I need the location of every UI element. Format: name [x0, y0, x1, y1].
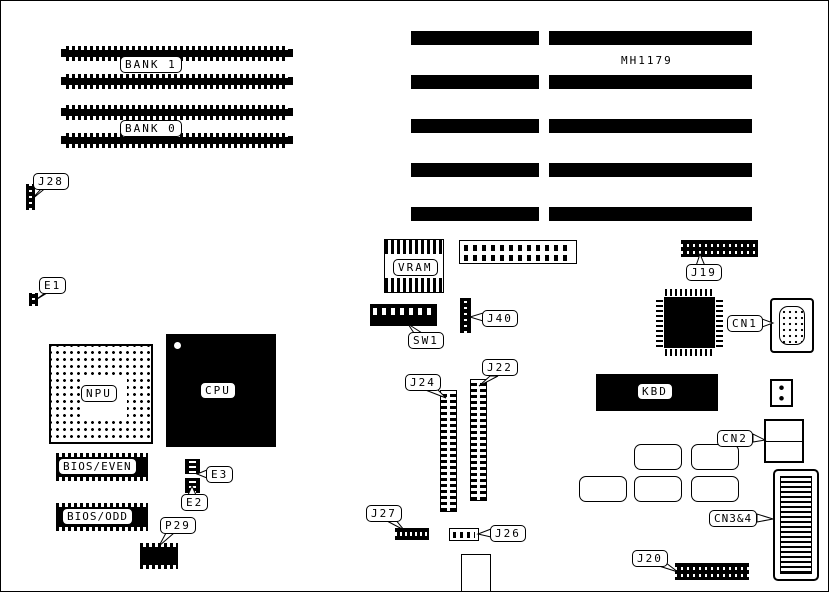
cn3-cn4-pins [780, 476, 812, 574]
isa-slot-5-long [549, 207, 752, 221]
j19-connector [681, 240, 758, 257]
component-footprint [691, 476, 739, 502]
board-part-number: MH1179 [621, 54, 673, 67]
simm-socket-bank1-b [61, 74, 293, 89]
cpu-label: CPU [200, 382, 236, 399]
isa-slot-5-short [411, 207, 539, 221]
component-footprint [634, 476, 682, 502]
e1-label: E1 [39, 277, 67, 294]
kbd-label: KBD [637, 383, 673, 400]
j24-header [440, 390, 457, 512]
cn1-connector [770, 298, 814, 353]
keyboard-din-connector [770, 379, 793, 407]
j27-connector [395, 528, 429, 540]
cn3-cn4-connector [773, 469, 819, 581]
bios-odd-label: BIOS/ODD [62, 508, 133, 525]
j22-header [470, 379, 487, 501]
j19-label: J19 [686, 264, 722, 281]
cpu-pin1-dot [174, 342, 181, 349]
qfp-pins-right [716, 298, 723, 347]
cn2-connector [764, 419, 804, 463]
isa-slot-2-long [549, 75, 752, 89]
sw1-dip-switch [370, 304, 437, 326]
isa-slot-3-short [411, 119, 539, 133]
qfp-pins-left [656, 298, 663, 347]
isa-slot-4-long [549, 163, 752, 177]
isa-slot-3-long [549, 119, 752, 133]
component-footprint [691, 444, 739, 470]
j20-label: J20 [632, 550, 668, 567]
j40-connector [460, 298, 471, 333]
sw1-label: SW1 [408, 332, 444, 349]
qfp-pins-bottom [665, 349, 714, 356]
isa-slot-4-short [411, 163, 539, 177]
bios-even-label: BIOS/EVEN [58, 458, 137, 475]
j40-label: J40 [482, 310, 518, 327]
bank0-label: BANK 0 [120, 120, 182, 137]
qfp-chip [656, 289, 723, 356]
j26-connector [449, 528, 479, 541]
component-footprint [634, 444, 682, 470]
cn2-label: CN2 [717, 430, 753, 447]
simm-socket-bank0-a [61, 105, 293, 120]
qfp-pins-top [665, 289, 714, 296]
npu-label: NPU [81, 385, 117, 402]
isa-slot-2-short [411, 75, 539, 89]
qfp-chip-body [664, 297, 715, 348]
cn3-cn4-pointer [756, 513, 774, 523]
pin-header-top [459, 240, 577, 264]
simm-socket-bank0-b [61, 133, 293, 148]
cn1-label: CN1 [727, 315, 763, 332]
isa-slot-1-long [549, 31, 752, 45]
j28-label: J28 [33, 173, 69, 190]
isa-slot-1-short [411, 31, 539, 45]
e3-label: E3 [206, 466, 234, 483]
bottom-bracket-outline [461, 554, 491, 591]
npu-socket [49, 344, 153, 444]
p29-connector [140, 543, 178, 569]
j26-label: J26 [490, 525, 526, 542]
j20-connector [675, 563, 749, 580]
j27-label: J27 [366, 505, 402, 522]
e2-label: E2 [181, 494, 209, 511]
p29-label: P29 [160, 517, 196, 534]
component-footprint [579, 476, 627, 502]
vram-label: VRAM [393, 259, 438, 276]
j24-label: J24 [405, 374, 441, 391]
cn3-cn4-label: CN3&4 [709, 510, 758, 527]
bank1-label: BANK 1 [120, 56, 182, 73]
j22-label: J22 [482, 359, 518, 376]
j28-connector [26, 184, 35, 210]
e1-jumper [29, 293, 38, 306]
e2-e3-jumper-block [185, 459, 200, 493]
